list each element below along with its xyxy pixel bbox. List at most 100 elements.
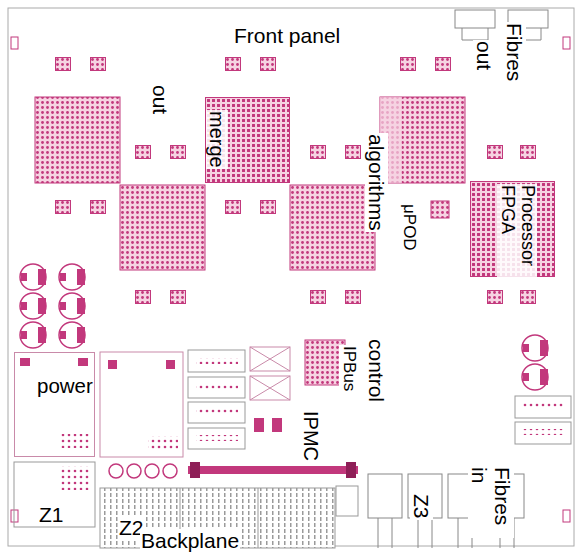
power-components [100, 352, 183, 457]
decoupling-pad [91, 58, 106, 71]
decoupling-pad [261, 201, 276, 214]
board-outline [8, 8, 574, 546]
board-label: Z1 [38, 503, 65, 526]
corner-marker [11, 37, 18, 49]
regulator-module [188, 377, 245, 398]
decoupling-pad [136, 146, 151, 159]
decoupling-pad [311, 146, 326, 159]
z1-connector [14, 462, 95, 527]
fibre-connector-out [462, 28, 541, 40]
decoupling-pad [436, 58, 451, 71]
magnetics-component [272, 418, 282, 432]
decoupling-pad [261, 58, 276, 71]
right-components [522, 403, 564, 409]
z1-connector [14, 462, 95, 527]
regulator-module [196, 384, 238, 390]
small-capacitor [127, 464, 141, 478]
corner-marker [563, 37, 570, 49]
board-label: Fibres in [468, 466, 514, 538]
board-label: Z3 [410, 493, 433, 520]
chip-label: merge [206, 110, 228, 169]
backplane-connector [258, 488, 259, 548]
capacitor [59, 322, 85, 348]
decoupling-pad [488, 291, 503, 304]
ipmc-header [188, 466, 358, 474]
decoupling-pad [401, 58, 416, 71]
right-components [522, 429, 564, 435]
board-label: Front panel [233, 24, 341, 47]
small-capacitor [109, 464, 123, 478]
power-components [166, 360, 175, 369]
power-components [60, 434, 90, 448]
board-label: out [473, 40, 496, 71]
z1-connector [60, 466, 90, 490]
power-region: power [14, 352, 95, 457]
decoupling-pad [91, 201, 106, 214]
chip-label: power [36, 375, 94, 398]
board-label: IPMC [300, 410, 322, 462]
regulator-module [188, 350, 245, 372]
fpga-chip: Processor FPGA [470, 181, 555, 277]
power-components [20, 358, 30, 366]
magnetics-component [250, 347, 290, 432]
power-components [148, 436, 178, 450]
board-label: out [149, 84, 172, 115]
board-label: μPOD [399, 203, 418, 252]
capacitor [20, 293, 46, 319]
magnetics-component [250, 347, 290, 371]
board-label: IPBus [339, 345, 358, 392]
decoupling-pad [311, 291, 326, 304]
corner-marker [11, 37, 570, 522]
regulator-module [196, 409, 238, 415]
right-components [515, 422, 571, 444]
power-components [20, 352, 183, 457]
capacitor [20, 264, 85, 348]
magnetics-component [254, 418, 264, 432]
decoupling-pad [136, 291, 151, 304]
decoupling-pad [171, 146, 186, 159]
board-outline [8, 8, 574, 546]
regulator-module [196, 358, 238, 364]
regulator-module [188, 350, 245, 449]
fpga-chip [290, 185, 375, 270]
board-label: Fibres [503, 22, 526, 82]
small-capacitor [163, 464, 177, 478]
right-components [522, 364, 548, 390]
fibre-connector-out [455, 10, 495, 28]
upod-module [431, 201, 449, 218]
fpga-chip: merge [205, 97, 290, 183]
magnetics-component [250, 376, 290, 400]
fpga-chip [35, 97, 465, 270]
power-components [108, 360, 117, 369]
board-label: Backplane [140, 529, 240, 552]
upod-module [431, 201, 449, 218]
decoupling-pad [346, 146, 361, 159]
decoupling-pad [171, 291, 186, 304]
small-capacitor [145, 464, 159, 478]
right-components [522, 335, 548, 361]
decoupling-pad [56, 58, 71, 71]
decoupling-pad [226, 201, 241, 214]
right-components [515, 335, 571, 444]
decoupling-pad [226, 58, 241, 71]
fibre-connector-out [455, 10, 548, 40]
ipmc-header [190, 462, 200, 478]
regulator-module [196, 435, 238, 441]
decoupling-pad [521, 146, 536, 159]
corner-marker [563, 510, 570, 522]
power-components [78, 358, 88, 366]
right-components [515, 396, 571, 418]
decoupling-pad [521, 291, 536, 304]
board-label: control [365, 338, 388, 403]
fibre-connector-in [368, 474, 402, 518]
fpga-chip [120, 185, 205, 270]
decoupling-pad [56, 58, 536, 304]
fpga-chip [380, 97, 465, 183]
decoupling-pad [56, 201, 71, 214]
decoupling-pad [488, 146, 503, 159]
fpga-chip [35, 97, 120, 183]
magnetics-component [250, 347, 290, 371]
magnetics-component [250, 376, 290, 400]
regulator-module [188, 428, 245, 449]
